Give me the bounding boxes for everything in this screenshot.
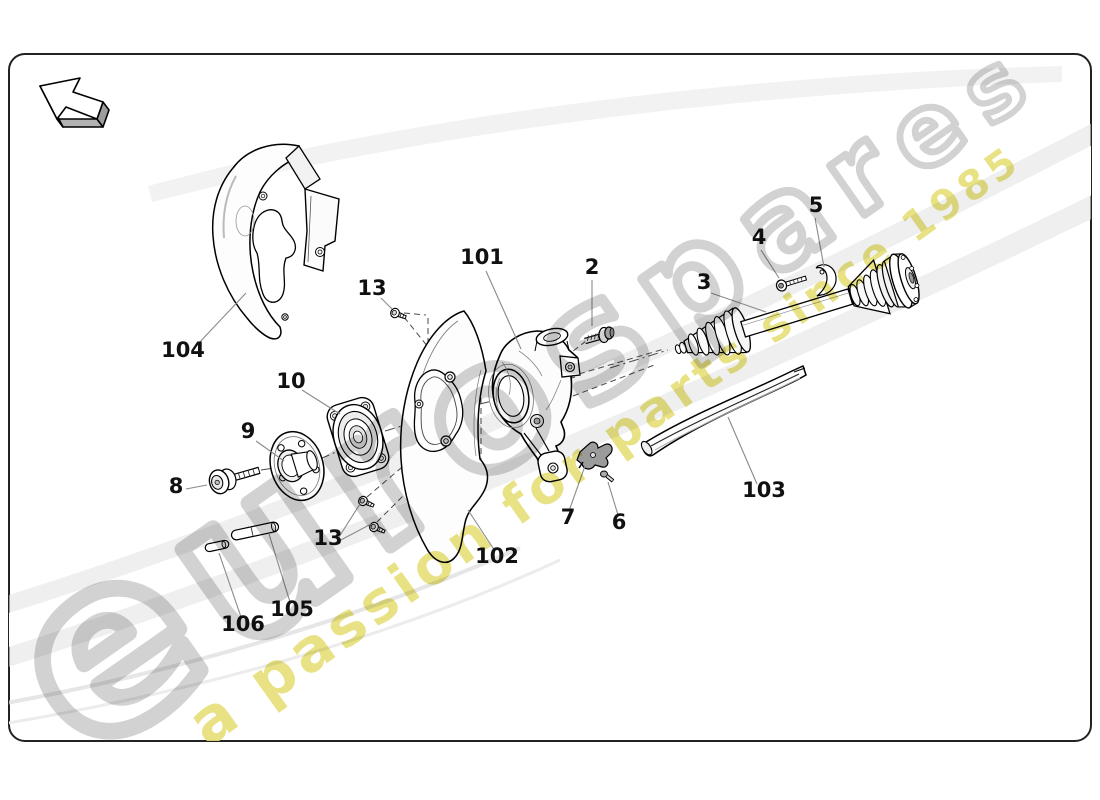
leader-lines <box>185 217 825 618</box>
part-label-105[interactable]: 105 <box>270 597 314 621</box>
part-label-7[interactable]: 7 <box>561 505 576 529</box>
part-102-splash-plate <box>399 310 489 564</box>
part-label-103[interactable]: 103 <box>742 478 786 502</box>
part-9-wheel-hub <box>269 430 325 502</box>
part-104-dust-shield <box>211 143 340 340</box>
part-label-13-upper[interactable]: 13 <box>357 276 386 300</box>
back-arrow-icon <box>39 77 110 128</box>
part-2-bolt <box>584 326 615 345</box>
part-7-abs-sensor <box>576 441 613 470</box>
part-103-protective-hose <box>640 364 807 457</box>
part-106-pin <box>204 539 230 553</box>
part-5-retaining-clip <box>815 264 837 297</box>
part-label-4[interactable]: 4 <box>752 225 767 249</box>
part-label-10[interactable]: 10 <box>276 369 305 393</box>
part-label-13-lower[interactable]: 13 <box>313 526 342 550</box>
part-4-flange-bolt <box>775 275 808 292</box>
part-101-wheel-carrier <box>488 327 581 483</box>
part-105-pin <box>230 521 280 541</box>
part-8-hub-bolt <box>208 466 261 495</box>
part-label-101[interactable]: 101 <box>460 245 504 269</box>
part-label-6[interactable]: 6 <box>612 510 627 534</box>
part-label-102[interactable]: 102 <box>475 544 519 568</box>
part-label-8[interactable]: 8 <box>169 474 184 498</box>
part-label-2[interactable]: 2 <box>585 255 600 279</box>
part-label-106[interactable]: 106 <box>221 612 265 636</box>
part-label-3[interactable]: 3 <box>697 270 712 294</box>
part-labels: 104 13 10 9 8 101 2 13 102 105 106 7 6 3… <box>161 193 823 636</box>
part-label-104[interactable]: 104 <box>161 338 205 362</box>
part-10-wheel-bearing <box>326 396 390 478</box>
part-6-sensor-screw <box>600 470 615 483</box>
part-3-drive-shaft <box>674 253 920 356</box>
part-label-9[interactable]: 9 <box>241 419 256 443</box>
part-label-5[interactable]: 5 <box>809 193 824 217</box>
